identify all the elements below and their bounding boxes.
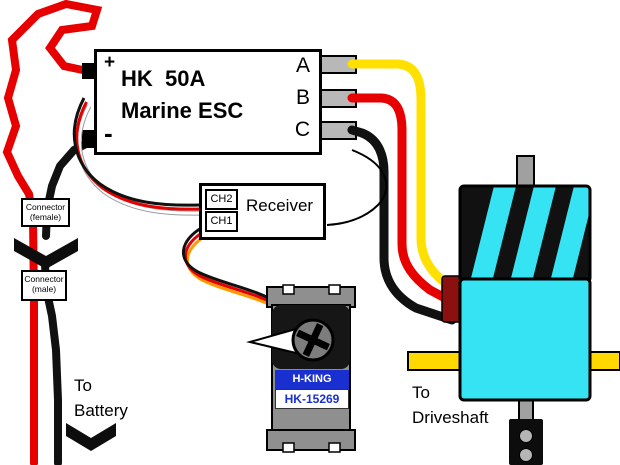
receiver-ch2-port: CH2 — [205, 189, 238, 210]
servo-lead — [181, 225, 285, 314]
esc-control-lead — [72, 97, 206, 216]
esc-plus-label: + — [104, 52, 116, 73]
esc-box: + - HK 50A Marine ESC A B C — [94, 49, 322, 155]
connector-male-box: Connector (male) — [21, 270, 67, 301]
motor-body — [458, 277, 592, 402]
esc-port-b-label: B — [295, 86, 310, 109]
motor-stripe — [470, 186, 516, 282]
connector-male-line2: (male) — [31, 284, 57, 295]
servo-bottom-notch — [328, 442, 341, 453]
esc-minus-label: - — [104, 118, 113, 148]
esc-negative-terminal — [82, 130, 95, 148]
phase-wire-red — [347, 93, 465, 311]
connector-female-line1: Connector — [25, 202, 66, 212]
driveshaft-label-line1: To — [412, 383, 430, 402]
servo-brand-sticker: H-KING — [275, 370, 349, 389]
servo-top-notch — [328, 284, 341, 295]
connector-male-line1: Connector — [24, 274, 64, 284]
receiver-ch1-port: CH1 — [205, 211, 238, 232]
esc-name-line2: Marine ESC — [121, 98, 244, 123]
battery-direction-arrow-icon — [66, 423, 116, 451]
servo-model-sticker: HK-15269 — [275, 389, 349, 409]
esc-name-line1: HK 50A — [121, 66, 206, 91]
receiver-box: CH2 CH1 Receiver — [199, 183, 326, 240]
esc-port-c-label: C — [294, 118, 310, 141]
battery-label-line1: To — [74, 376, 92, 395]
connector-symbol-icon — [14, 238, 78, 269]
motor-stripe — [510, 186, 556, 282]
connector-female-line2: (female) — [29, 212, 62, 223]
motor-stator-stripes — [470, 186, 590, 282]
connector-female-box: Connector (female) — [21, 198, 70, 227]
coupler-hole-top — [519, 429, 533, 443]
esc-receiver-signal-line — [326, 149, 388, 226]
motor-stripe — [550, 186, 590, 282]
receiver-label: Receiver — [246, 196, 314, 215]
battery-label: To Battery — [74, 374, 128, 423]
receiver-ch2-label: CH2 — [210, 193, 233, 205]
coupler-hole-bottom — [519, 448, 533, 462]
servo-top-notch — [282, 284, 295, 295]
servo-bottom-flange — [266, 429, 356, 451]
driveshaft-label-line2: Driveshaft — [412, 407, 489, 427]
esc-port-a-label: A — [295, 54, 310, 77]
phase-wire-black — [347, 125, 457, 325]
servo-bottom-notch — [282, 442, 295, 453]
servo-screw-icon — [296, 323, 330, 357]
servo — [246, 284, 356, 453]
battery-label-line2: Battery — [74, 400, 128, 420]
receiver-ch1-label: CH1 — [210, 215, 233, 227]
esc-positive-terminal — [82, 63, 95, 79]
driveshaft-label: To Driveshaft — [412, 381, 489, 430]
